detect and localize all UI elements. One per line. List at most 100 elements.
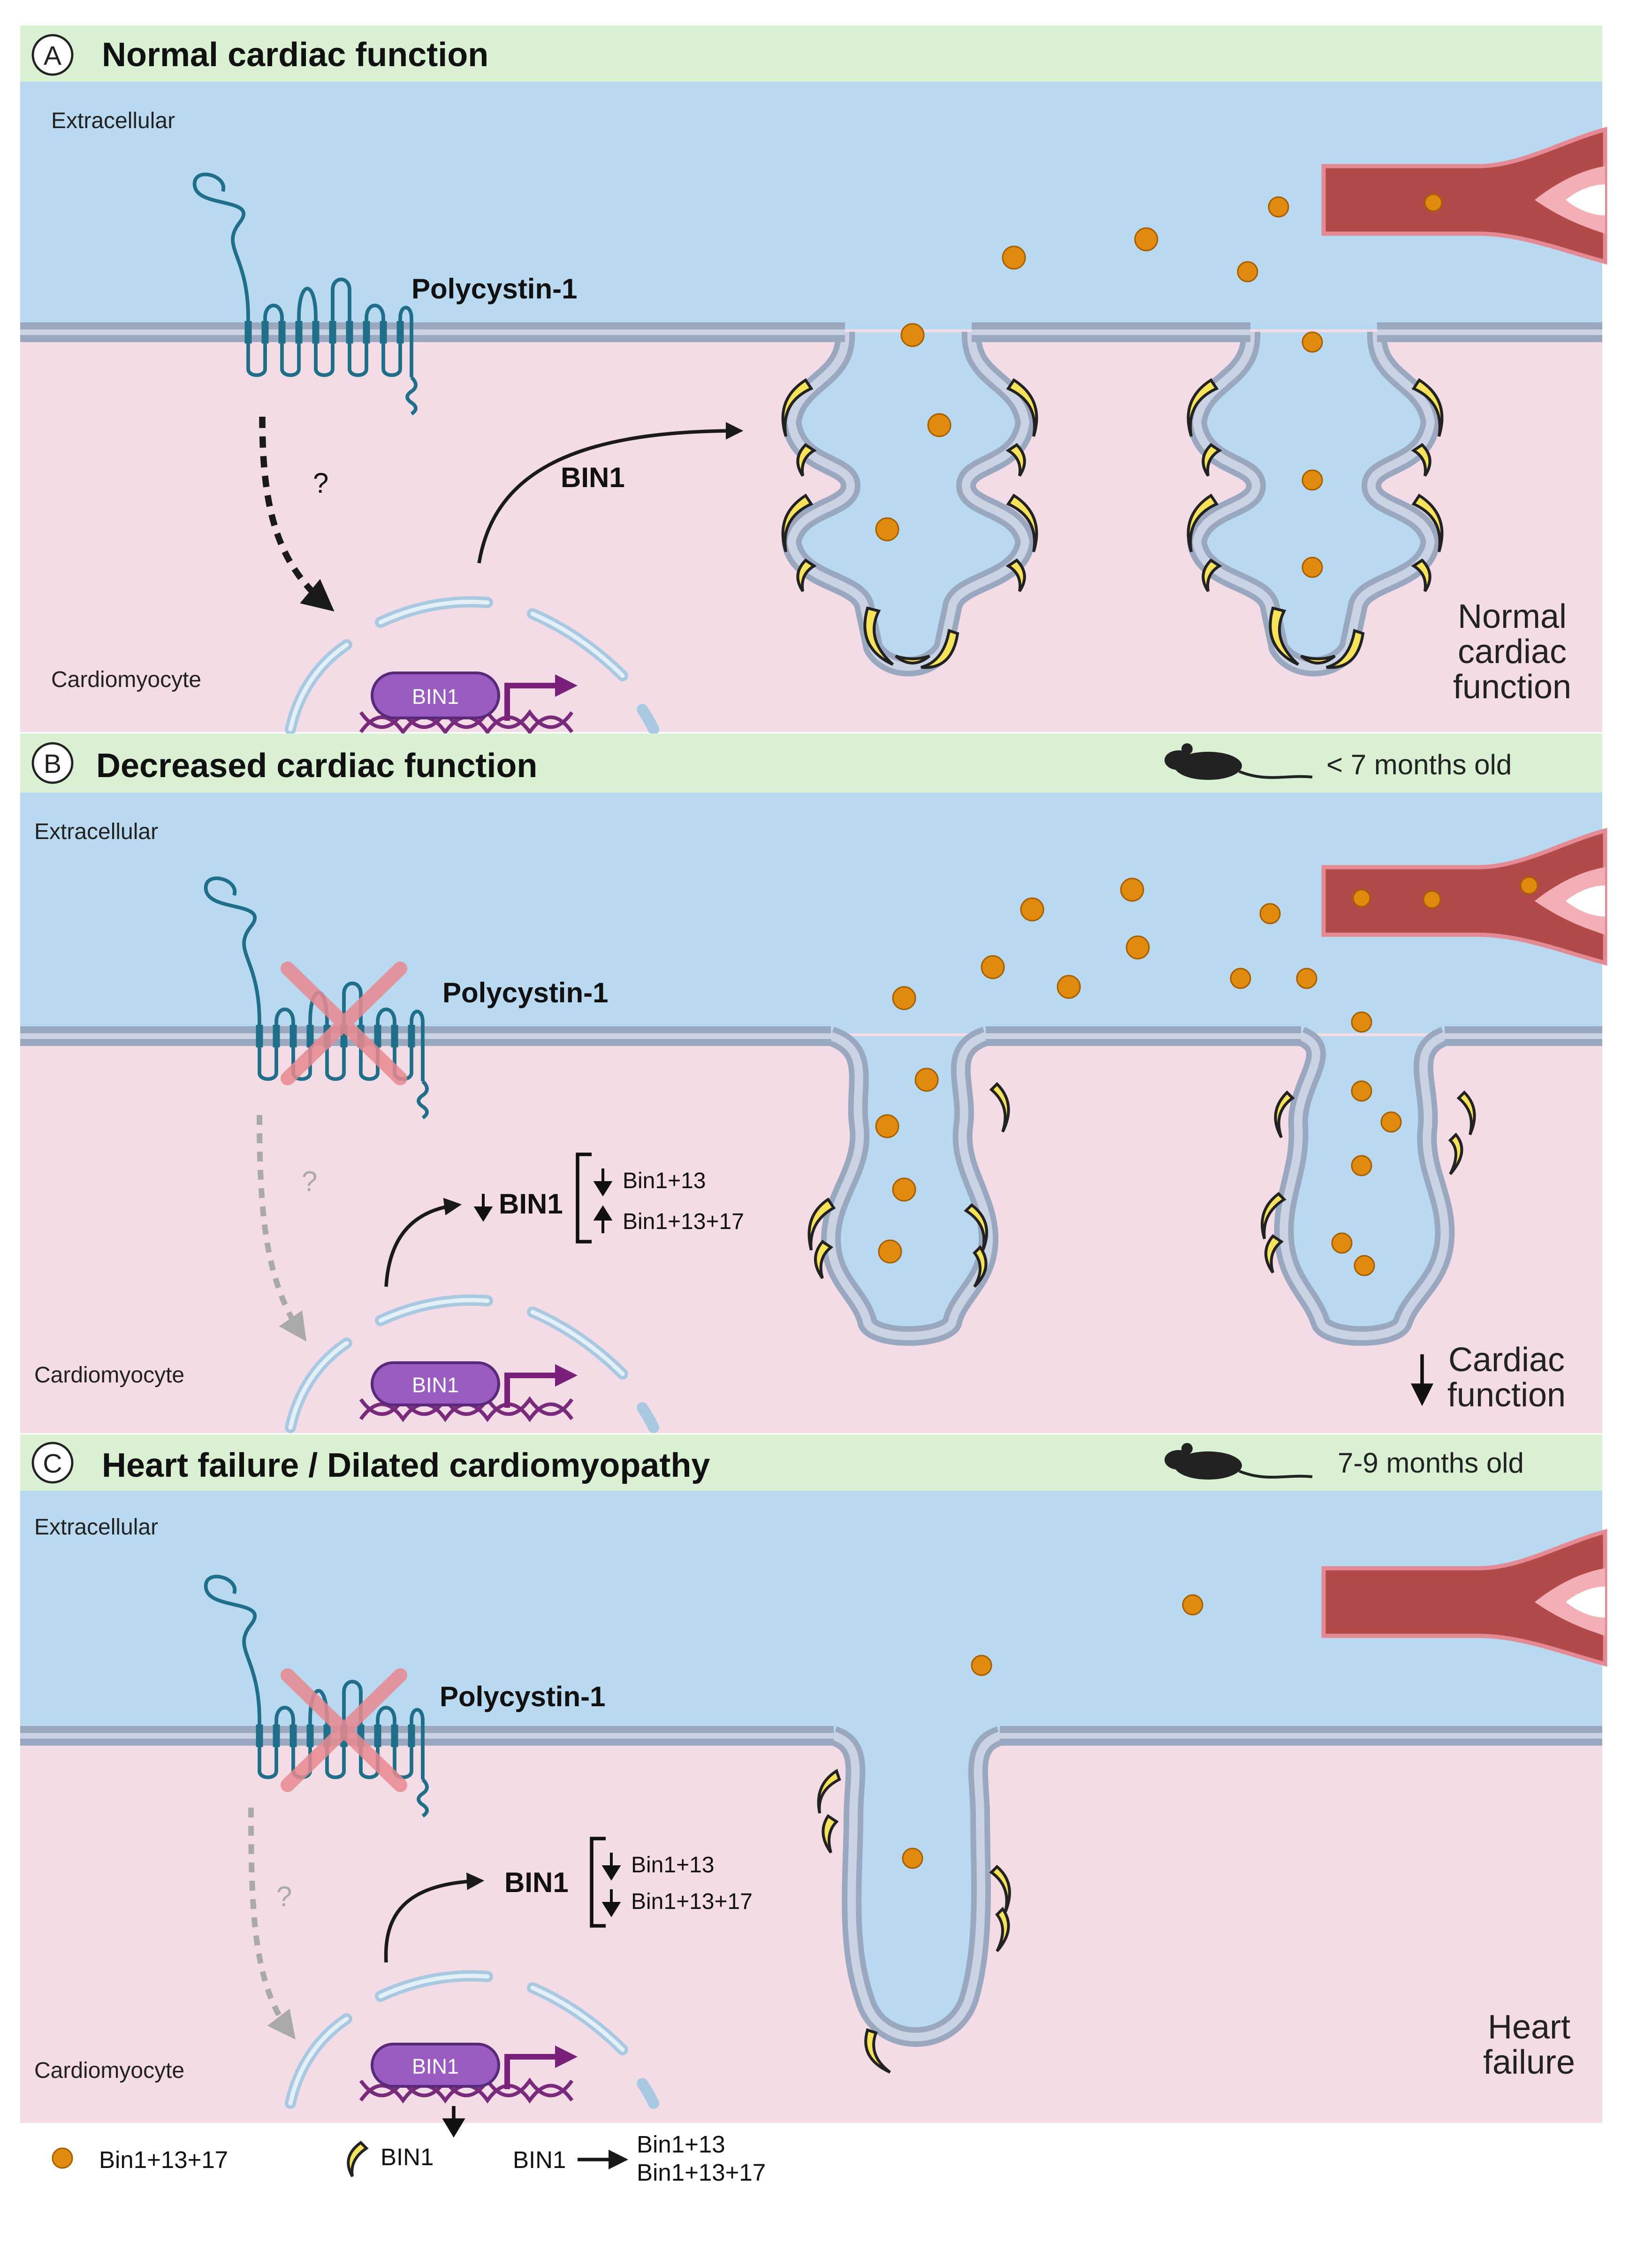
panel-c: C Heart failure / Dilated cardiomyopathy… [20, 1435, 1607, 2138]
panel-c-promoter-arrowhead [555, 2046, 578, 2068]
panel-a-cardiomyocyte-label: Cardiomyocyte [51, 667, 201, 692]
panel-b-header [20, 733, 1602, 793]
panel-c-bin1-arrow [384, 1872, 485, 1963]
panel-b: B Decreased cardiac function < 7 months … [20, 733, 1607, 1433]
panel-a-header [20, 25, 1602, 82]
panel-c-isoform-2: Bin1+13+17 [631, 1889, 753, 1914]
panel-a-blood-vessel [1321, 127, 1607, 265]
panel-c-header [20, 1435, 1602, 1491]
panel-b-outcome-line-2: function [1447, 1376, 1566, 1414]
legend-arrow-target-2: Bin1+13+17 [637, 2159, 766, 2186]
panel-b-cardiomyocyte-label: Cardiomyocyte [34, 1363, 184, 1388]
panel-a-outcome-line-3: function [1453, 668, 1571, 706]
panel-c-gene-label: BIN1 [412, 2054, 459, 2078]
panel-b-outcome-down-arrow-icon [1410, 1354, 1434, 1406]
panel-a-bin1-arrow [477, 422, 744, 564]
panel-c-letter-circle [31, 1442, 74, 1484]
panel-a-outcome-line-2: cardiac [1458, 633, 1567, 671]
panel-c-question-mark: ? [276, 1881, 292, 1912]
panel-c-promoter-arrow [504, 2054, 558, 2089]
panel-c-bin1-13-17-dots [902, 1594, 1203, 1869]
panel-c-outcome-line-2: failure [1483, 2044, 1575, 2081]
panel-c-age-label: 7-9 months old [1338, 1447, 1524, 1479]
panel-a: A Normal cardiac function Extracellular … [20, 25, 1607, 735]
panel-b-promoter-arrow [504, 1373, 558, 1408]
panel-c-isoform-2-down-arrow-icon [601, 1889, 621, 1917]
panel-a-title: Normal cardiac function [102, 36, 488, 74]
panel-b-knockout-cross-icon [281, 962, 408, 1085]
panel-c-bin1-crescents [817, 1769, 1011, 2074]
legend-arrowhead-icon [609, 2150, 628, 2169]
panel-c-knockout-cross-icon [281, 1668, 408, 1792]
panel-b-isoform-1-down-arrow-icon [593, 1168, 613, 1197]
panel-c-extracellular-label: Extracellular [34, 1515, 158, 1540]
panel-a-bin1-label: BIN1 [561, 462, 625, 493]
panel-b-gene-box [371, 1361, 500, 1406]
panel-b-isoform-2: Bin1+13+17 [623, 1209, 744, 1234]
panel-c-isoform-1: Bin1+13 [631, 1853, 715, 1878]
panel-a-letter-circle [31, 34, 74, 76]
panel-b-bracket [576, 1153, 592, 1244]
panel-b-title: Decreased cardiac function [96, 747, 537, 785]
panel-b-question-mark: ? [302, 1166, 317, 1197]
panel-c-isoform-1-down-arrow-icon [601, 1853, 621, 1881]
panel-a-promoter-arrowhead [555, 674, 578, 697]
panel-b-bin1-arrow [384, 1198, 462, 1287]
panel-a-extracellular-label: Extracellular [51, 108, 175, 133]
legend-dot-label: Bin1+13+17 [99, 2146, 228, 2173]
panel-b-age-label: < 7 months old [1326, 749, 1512, 780]
panel-c-gene-down-arrow-icon [442, 2106, 465, 2138]
panel-b-letter: B [44, 749, 61, 779]
panel-b-nucleus-inner [288, 1298, 625, 1430]
panel-a-bin1-crescents [781, 378, 1444, 669]
legend-arrow-source: BIN1 [513, 2146, 566, 2173]
panel-a-promoter-arrow [504, 683, 558, 721]
panel-a-bin1-13-17-dots [875, 193, 1443, 578]
panel-c-dashed-arrow [248, 1807, 296, 2040]
panel-b-polycystin-label: Polycystin-1 [442, 977, 608, 1008]
panel-b-bin1-down-arrow-icon [473, 1194, 493, 1222]
panel-c-blood-vessel [1321, 1529, 1607, 1667]
panel-b-blood-vessel [1321, 828, 1607, 966]
panel-a-letter: A [44, 41, 61, 71]
panel-b-bin1-13-17-dots [875, 876, 1538, 1276]
panel-a-polycystin-1 [193, 172, 418, 416]
panel-b-isoform-2-up-arrow-icon [593, 1205, 613, 1233]
panel-b-promoter-arrowhead [555, 1364, 578, 1387]
panel-b-letter-circle [31, 742, 74, 784]
panel-c-bracket [590, 1837, 606, 1928]
legend-arrow-target-1: Bin1+13 [637, 2131, 725, 2158]
panel-c-polycystin-label: Polycystin-1 [440, 1681, 605, 1712]
legend: Bin1+13+17 BIN1 BIN1 Bin1+13 Bin1+13+17 [52, 2131, 766, 2186]
panel-a-t-tubule-2 [1187, 331, 1440, 677]
panel-a-gene-label: BIN1 [412, 685, 459, 709]
panel-a-outcome-line-1: Normal [1458, 598, 1567, 635]
panel-c-title: Heart failure / Dilated cardiomyopathy [102, 1447, 710, 1484]
panel-b-bin1-crescents [807, 1082, 1476, 1288]
panel-a-gene-box [371, 672, 500, 719]
panel-c-cytoplasm [20, 1736, 1602, 2123]
panel-b-isoform-1: Bin1+13 [623, 1168, 706, 1193]
panel-c-bin1-label: BIN1 [504, 1867, 569, 1898]
panel-a-nucleus-inner [288, 600, 625, 732]
panel-c-gene-box [371, 2043, 500, 2088]
panel-b-t-tubule-2 [1274, 1027, 1455, 1346]
legend-dot-icon [52, 2147, 73, 2169]
panel-c-mouse-icon [1165, 1443, 1313, 1480]
legend-crescent-icon [347, 2141, 369, 2177]
panel-b-mouse-icon [1165, 743, 1313, 780]
legend-crescent-label: BIN1 [381, 2144, 434, 2170]
panel-b-gene-label: BIN1 [412, 1373, 459, 1397]
panel-c-nucleus-inner [288, 1974, 625, 2106]
panel-c-letter: C [43, 1449, 62, 1479]
panel-c-t-tubule [830, 1726, 1004, 2047]
panel-b-extracellular-label: Extracellular [34, 819, 158, 844]
panel-c-outcome-line-1: Heart [1488, 2008, 1570, 2046]
panel-b-outcome-line-1: Cardiac [1448, 1341, 1565, 1379]
panel-a-dashed-arrow [259, 416, 335, 611]
panel-a-polycystin-tm-segments [244, 321, 404, 343]
panel-a-question-mark: ? [313, 467, 328, 499]
panel-b-dashed-arrow [257, 1114, 307, 1342]
panel-a-polycystin-label: Polycystin-1 [411, 273, 577, 305]
